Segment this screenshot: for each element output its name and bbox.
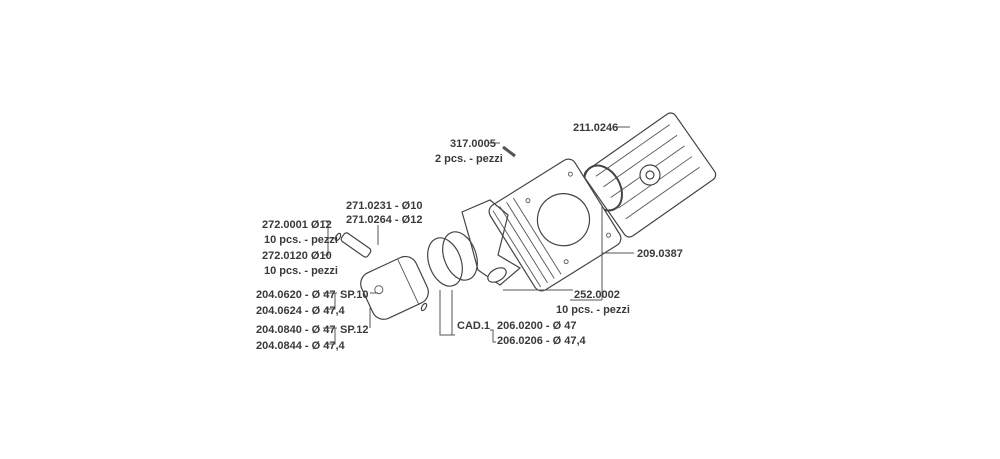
- circlip: [334, 232, 342, 242]
- label-piston-sp10-b: 204.0624 - Ø 47,4: [256, 305, 346, 317]
- piston-ring: [442, 231, 478, 281]
- label-stud-qty: 2 pcs. - pezzi: [435, 153, 503, 165]
- piston-ring: [427, 237, 463, 287]
- label-stud: 317.0005: [450, 138, 496, 150]
- label-piston-sp12-b: 204.0844 - Ø 47,4: [256, 340, 346, 352]
- base-gasket: [461, 199, 522, 286]
- label-head: 211.0246: [573, 122, 618, 134]
- cylinder: [488, 158, 622, 292]
- label-clip-10-qty: 10 pcs. - pezzi: [264, 265, 338, 277]
- label-nut-qty: 10 pcs. - pezzi: [556, 304, 630, 316]
- label-piston-sp12-a: 204.0840 - Ø 47: [256, 324, 336, 336]
- circlip: [420, 302, 428, 312]
- label-pin-10: 271.0231 - Ø10: [346, 200, 422, 212]
- label-clip-12: 272.0001 Ø12: [262, 219, 332, 231]
- label-sp10: SP.10: [340, 289, 369, 301]
- label-piston-sp10-a: 204.0620 - Ø 47: [256, 289, 336, 301]
- stud: [502, 145, 516, 158]
- label-sp12: SP.12: [340, 324, 369, 336]
- wrist-pin: [340, 232, 372, 258]
- label-clip-10: 272.0120 Ø10: [262, 250, 332, 262]
- label-clip-12-qty: 10 pcs. - pezzi: [264, 234, 338, 246]
- label-nut: 252.0002: [574, 289, 620, 301]
- label-cad: CAD.1: [457, 320, 490, 332]
- exhaust-gasket: [487, 267, 507, 283]
- label-ring-a: 206.0200 - Ø 47: [497, 320, 577, 332]
- label-pin-12: 271.0264 - Ø12: [346, 214, 422, 226]
- piston: [360, 255, 429, 320]
- label-gasket: 209.0387: [637, 248, 683, 260]
- label-ring-b: 206.0206 - Ø 47,4: [497, 335, 587, 347]
